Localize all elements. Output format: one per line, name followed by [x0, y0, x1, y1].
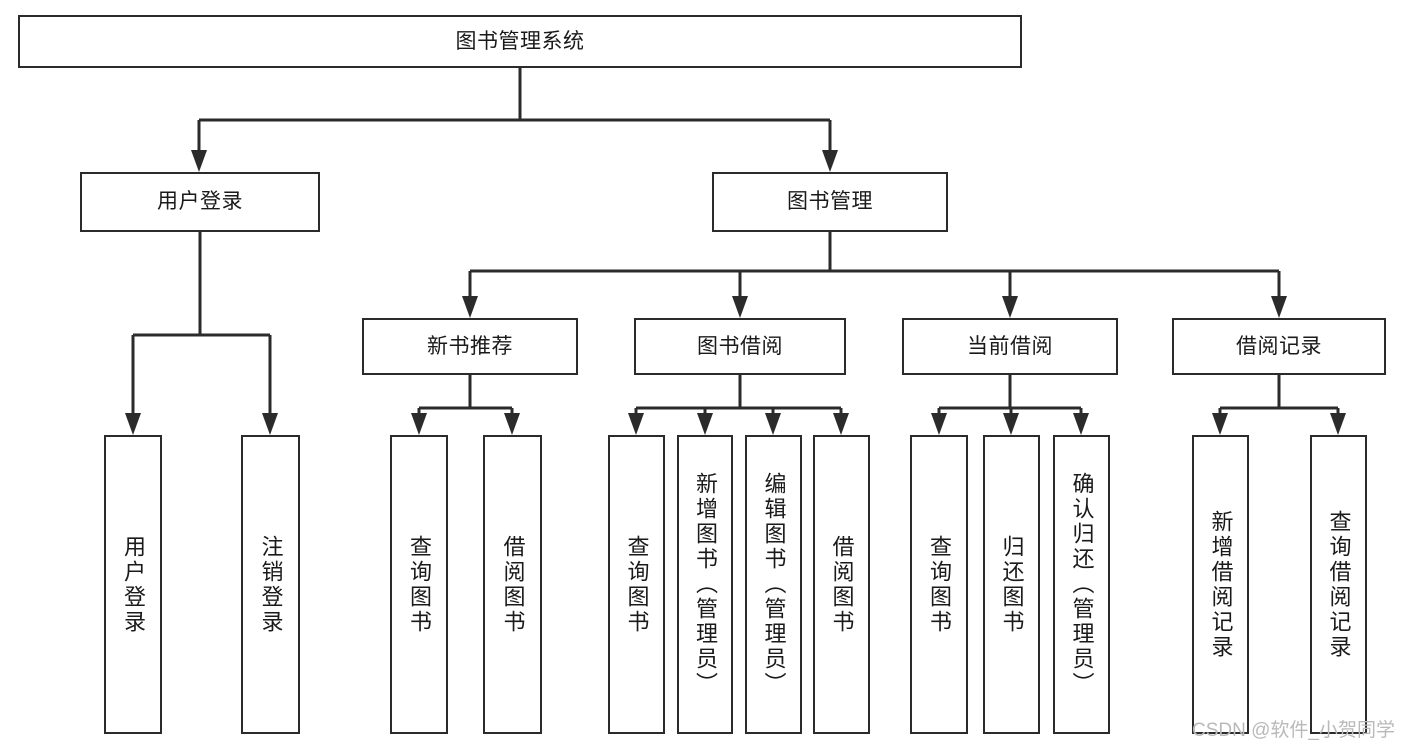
arrow-head-newbook-children-0 [411, 413, 427, 435]
node-label-cu_confirm: 确认归还（管理员） [1069, 472, 1095, 697]
node-label-bo_edit: 编辑图书（管理员） [761, 472, 787, 697]
node-current[interactable]: 当前借阅 [902, 318, 1118, 375]
node-label-newbook: 新书推荐 [427, 334, 513, 358]
csdn-watermark: CSDN @软件_小贺同学 [1192, 720, 1395, 741]
node-bo_add[interactable]: 新增图书（管理员） [677, 435, 733, 734]
node-label-nb_borrow: 借阅图书 [500, 534, 526, 635]
node-root[interactable]: 图书管理系统 [18, 15, 1022, 68]
arrow-head-borrow-children-1 [697, 413, 713, 435]
arrow-head-borrow-children-2 [765, 413, 781, 435]
node-bookmgmt[interactable]: 图书管理 [712, 172, 948, 232]
arrow-head-bookmgmt-children-0 [462, 296, 478, 318]
node-label-bo_borrow: 借阅图书 [829, 534, 855, 635]
arrow-head-current-children-1 [1003, 413, 1019, 435]
arrow-head-current-children-0 [931, 413, 947, 435]
node-label-login_out: 注销登录 [258, 534, 284, 635]
arrow-head-bookmgmt-children-2 [1002, 296, 1018, 318]
node-nb_query[interactable]: 查询图书 [390, 435, 448, 734]
arrow-head-records-children-1 [1330, 413, 1346, 435]
node-label-borrow: 图书借阅 [697, 334, 783, 358]
node-login_in[interactable]: 用户登录 [104, 435, 162, 734]
node-cu_confirm[interactable]: 确认归还（管理员） [1053, 435, 1110, 734]
arrow-head-bookmgmt-children-1 [732, 296, 748, 318]
node-bo_edit[interactable]: 编辑图书（管理员） [745, 435, 802, 734]
arrow-head-root-children-1 [822, 150, 838, 172]
node-label-login_in: 用户登录 [121, 534, 146, 635]
arrow-head-login-children-1 [262, 413, 278, 435]
node-label-rec_add: 新增借阅记录 [1208, 509, 1234, 660]
arrow-head-bookmgmt-children-3 [1271, 296, 1287, 318]
node-label-root: 图书管理系统 [455, 29, 585, 53]
node-label-bo_add: 新增图书（管理员） [693, 472, 718, 697]
node-label-records: 借阅记录 [1236, 334, 1322, 358]
node-cu_return[interactable]: 归还图书 [983, 435, 1040, 734]
node-label-cu_return: 归还图书 [999, 534, 1025, 635]
node-label-login: 用户登录 [157, 190, 243, 214]
node-rec_query[interactable]: 查询借阅记录 [1310, 435, 1367, 734]
arrow-head-borrow-children-0 [628, 413, 644, 435]
arrow-head-borrow-children-3 [833, 413, 849, 435]
node-label-bo_query: 查询图书 [624, 534, 650, 635]
node-bo_query[interactable]: 查询图书 [608, 435, 665, 734]
arrow-head-login-children-0 [125, 413, 141, 435]
node-nb_borrow[interactable]: 借阅图书 [483, 435, 542, 734]
arrow-head-newbook-children-1 [504, 413, 520, 435]
node-label-nb_query: 查询图书 [407, 534, 432, 635]
node-login[interactable]: 用户登录 [80, 172, 320, 232]
node-label-bookmgmt: 图书管理 [787, 190, 873, 214]
node-bo_borrow[interactable]: 借阅图书 [813, 435, 870, 734]
node-login_out[interactable]: 注销登录 [241, 435, 300, 734]
node-label-current: 当前借阅 [967, 334, 1053, 358]
node-label-rec_query: 查询借阅记录 [1326, 509, 1352, 660]
arrow-head-root-children-0 [191, 150, 207, 172]
node-rec_add[interactable]: 新增借阅记录 [1192, 435, 1249, 734]
arrow-head-current-children-2 [1073, 413, 1089, 435]
node-newbook[interactable]: 新书推荐 [362, 318, 578, 375]
node-label-cu_query: 查询图书 [927, 534, 952, 635]
node-borrow[interactable]: 图书借阅 [634, 318, 846, 375]
arrow-head-records-children-0 [1212, 413, 1228, 435]
node-records[interactable]: 借阅记录 [1172, 318, 1386, 375]
node-cu_query[interactable]: 查询图书 [910, 435, 968, 734]
